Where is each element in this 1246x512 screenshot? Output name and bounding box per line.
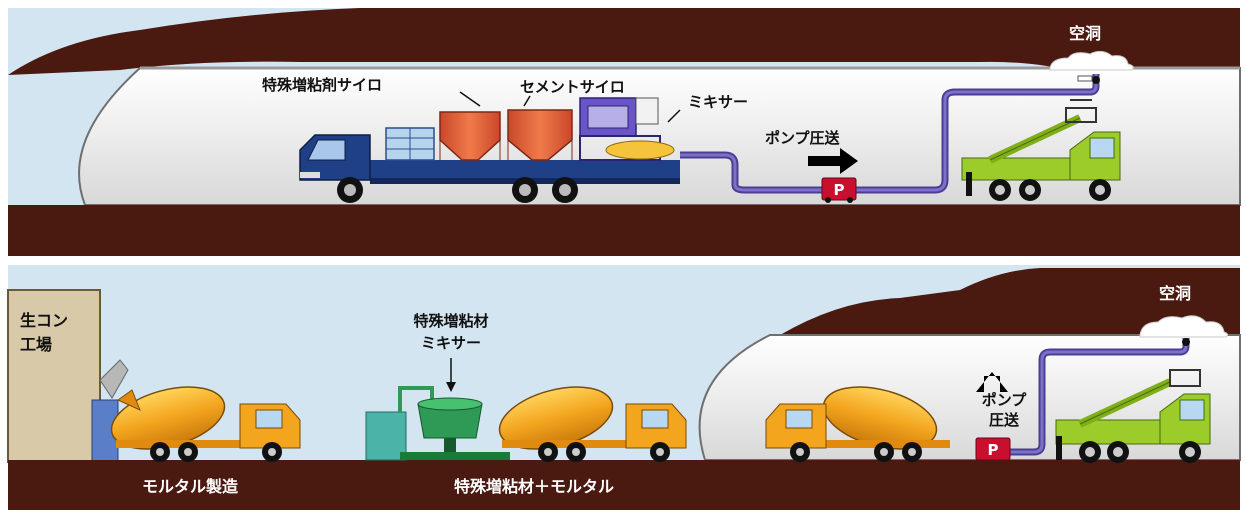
pump-badge-bottom: P bbox=[988, 441, 999, 459]
ground-bottom bbox=[8, 460, 1240, 510]
pump-unit-bottom bbox=[975, 437, 1011, 461]
mixer-truck-2 bbox=[498, 386, 687, 462]
cement-silo bbox=[507, 109, 573, 161]
concrete-plant bbox=[7, 289, 101, 463]
pipe-bottom-highlight bbox=[1002, 338, 1188, 454]
pipe-top-nozzle bbox=[1092, 76, 1100, 84]
pump-unit-top bbox=[821, 177, 857, 203]
cavity-label-bottom: 空洞 bbox=[1159, 284, 1191, 303]
caption-mortar-production: モルタル製造 bbox=[142, 477, 239, 496]
thickener-silo-label: 特殊増粘剤サイロ bbox=[262, 76, 382, 94]
pipe-top-clamp bbox=[1077, 75, 1093, 82]
cavity-bottom bbox=[1139, 315, 1229, 338]
plant-chute bbox=[99, 359, 129, 399]
arrow-up-icon bbox=[976, 372, 1008, 392]
sky-corner bbox=[8, 8, 360, 75]
thickener-silo bbox=[439, 111, 501, 161]
pipe-top-highlight bbox=[680, 74, 1098, 192]
mixer-plant bbox=[579, 97, 675, 161]
pump-label-line1: ポンプ bbox=[982, 391, 1028, 409]
plant-label-line1: 生コン bbox=[20, 311, 68, 330]
mixer-truck-1 bbox=[110, 386, 301, 462]
wheels bbox=[337, 177, 578, 203]
cavity-label-top: 空洞 bbox=[1069, 24, 1101, 43]
truck-bed bbox=[370, 160, 680, 180]
cement-silo-label: セメントサイロ bbox=[520, 78, 625, 96]
boom-truck-top bbox=[961, 99, 1121, 201]
top-panel: 空洞 特殊増粘剤サイロ セメントサイロ ミキサー ポンプ圧送 P bbox=[8, 8, 1241, 256]
mountain-top bbox=[8, 8, 1240, 92]
pipe-bottom-nozzle bbox=[1182, 338, 1190, 346]
truck-window bbox=[307, 139, 346, 161]
bottom-panel: 生コン 工場 特殊増粘材 ミキサー 空洞 ポンプ 圧送 P モルタル製造 特殊増… bbox=[7, 265, 1241, 510]
mountain-bottom bbox=[780, 268, 1240, 340]
pump-label-top: ポンプ圧送 bbox=[765, 129, 841, 147]
caption-thickener-mortar: 特殊増粘材＋モルタル bbox=[454, 477, 614, 496]
mixer-label: ミキサー bbox=[688, 93, 748, 111]
cavity-top bbox=[1049, 50, 1134, 71]
boom-truck-bottom bbox=[1055, 369, 1211, 463]
silo-truck bbox=[299, 127, 680, 203]
mixer-truck-3 bbox=[765, 386, 950, 462]
truck-bumper bbox=[300, 172, 320, 178]
pump-label-line2: 圧送 bbox=[989, 411, 1020, 429]
ground-top bbox=[8, 205, 1240, 256]
thickener-mixer-label-line2: ミキサー bbox=[421, 334, 481, 352]
leader-thickener bbox=[459, 91, 481, 107]
arrow-down-icon bbox=[446, 382, 456, 392]
arrow-right-icon bbox=[808, 148, 858, 174]
thickener-mixer-label-line1: 特殊増粘材 bbox=[413, 312, 488, 330]
thickener-mixer bbox=[365, 386, 510, 461]
plant-label-line2: 工場 bbox=[20, 335, 52, 354]
leader-cement bbox=[523, 95, 531, 107]
pump-badge-top: P bbox=[834, 181, 845, 199]
leader-mixer bbox=[667, 109, 681, 123]
